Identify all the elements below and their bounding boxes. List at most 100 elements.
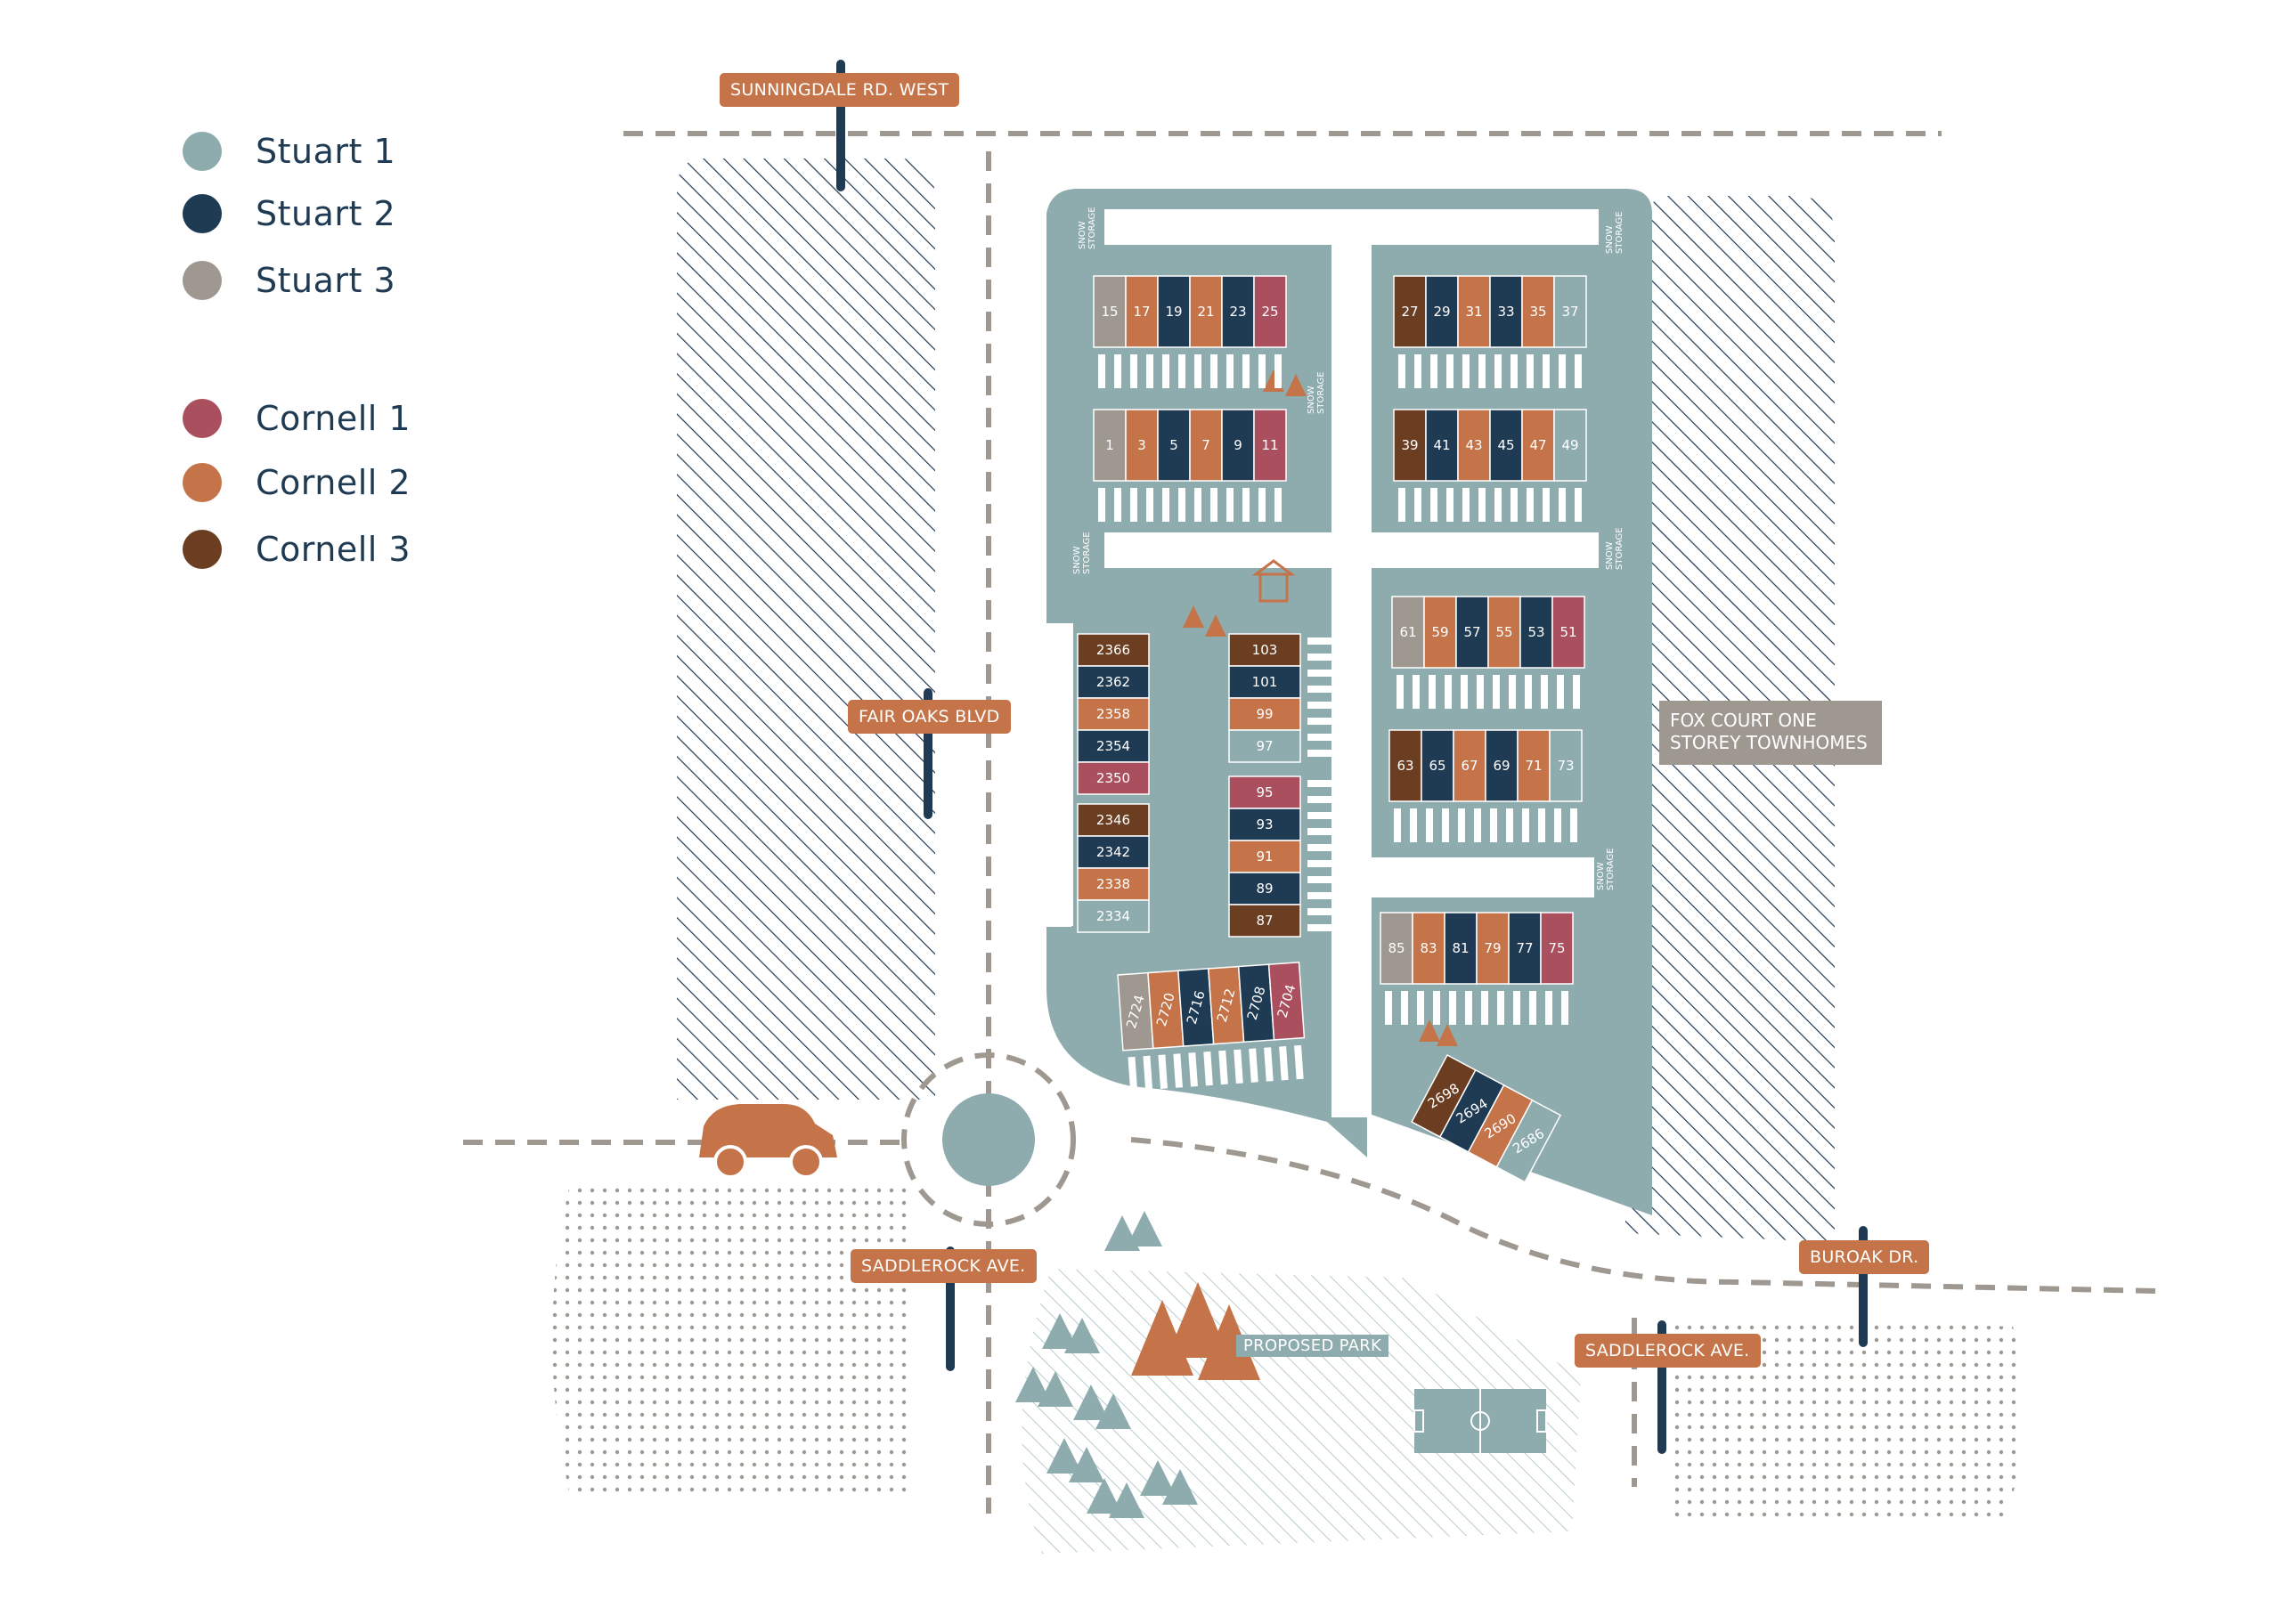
street-sign-saddlerock-west: SADDLEROCK AVE. [851, 1249, 1037, 1283]
parking-stall [1538, 808, 1545, 842]
unit-103 [1228, 633, 1301, 667]
parking-stall [1274, 354, 1282, 388]
unit-2704 [1267, 961, 1306, 1041]
parking-stall [1242, 488, 1250, 522]
unit-number: 2358 [1096, 706, 1130, 722]
unit-29 [1425, 275, 1459, 348]
unit-1 [1093, 409, 1127, 482]
unit-2334 [1077, 899, 1150, 933]
unit-number: 2342 [1096, 844, 1130, 860]
parking-stall [1274, 488, 1282, 522]
unit-2362 [1077, 665, 1150, 699]
unit-99 [1228, 697, 1301, 731]
parking-stall [1307, 892, 1341, 899]
unit-number: 69 [1493, 758, 1510, 774]
legend-item-cornell-2: Cornell 2 [183, 460, 411, 505]
parking-stall [1038, 920, 1071, 927]
parking-stall [1461, 675, 1468, 709]
hatched-lot-west [677, 158, 935, 1100]
parking-stall [1038, 782, 1071, 789]
parking-stall [1038, 718, 1071, 725]
dashed-roads [463, 131, 2156, 1514]
unit-number: 51 [1559, 624, 1576, 640]
parking-stall [1038, 670, 1071, 677]
parking-stall [1130, 488, 1137, 522]
parking-stall [1162, 354, 1169, 388]
parking-stall [1279, 1046, 1289, 1081]
unit-33 [1489, 275, 1523, 348]
parking-stall [1038, 824, 1071, 831]
soccer-field [1413, 1389, 1547, 1453]
parking-stall [1458, 808, 1465, 842]
unit-2338 [1077, 867, 1150, 901]
parking-stall [1038, 750, 1071, 757]
unit-57 [1455, 596, 1489, 669]
parking-stall [1481, 991, 1488, 1025]
parking-stall [1543, 488, 1550, 522]
unit-number: 47 [1529, 437, 1546, 453]
parking-stall [1294, 1044, 1304, 1080]
unit-number: 61 [1399, 624, 1416, 640]
parking-stall [1410, 1137, 1433, 1172]
unit-39 [1393, 409, 1427, 482]
parking-stall [1522, 808, 1529, 842]
parking-stall [1307, 702, 1341, 709]
unit-3 [1125, 409, 1159, 482]
unit-31 [1457, 275, 1491, 348]
unit-73 [1549, 729, 1583, 802]
parking-stall [1426, 808, 1433, 842]
unit-37 [1553, 275, 1587, 348]
parking-stall [1477, 675, 1484, 709]
parking-stall [1462, 488, 1470, 522]
unit-number: 59 [1431, 624, 1448, 640]
parking-stall [1417, 991, 1424, 1025]
unit-43 [1457, 409, 1491, 482]
unit-79 [1476, 912, 1510, 985]
legend-item-cornell-3: Cornell 3 [183, 527, 411, 572]
unit-number: 91 [1256, 849, 1273, 865]
cornell-1-swatch [183, 399, 222, 438]
legend-label: Stuart 3 [256, 261, 396, 300]
parking-stall [1178, 488, 1185, 522]
unit-number: 77 [1516, 940, 1533, 956]
unit-number: 2354 [1096, 738, 1130, 754]
parking-stall [1162, 488, 1169, 522]
parking-stall [1410, 808, 1417, 842]
unit-27 [1393, 275, 1427, 348]
parking-stall [1307, 796, 1341, 803]
parking-stall [1467, 1167, 1490, 1202]
parking-stall [1474, 808, 1481, 842]
parking-stall [1307, 860, 1341, 867]
unit-number: 73 [1557, 758, 1574, 774]
parking-stall [1430, 354, 1437, 388]
legend-item-stuart-1: Stuart 1 [183, 129, 395, 174]
unit-number: 57 [1463, 624, 1480, 640]
unit-number: 1 [1105, 437, 1114, 453]
car-icon [699, 1104, 837, 1179]
parking-stall [1130, 354, 1137, 388]
parking-stall [1307, 876, 1341, 883]
unit-number: 2334 [1096, 908, 1130, 924]
parking-stall [1462, 354, 1470, 388]
parking-stall [1414, 354, 1421, 388]
unit-49 [1553, 409, 1587, 482]
parking-stall [1446, 354, 1454, 388]
tree-icons-orange [1131, 369, 1458, 1380]
parking-stall [1442, 808, 1449, 842]
parking-stall [1494, 488, 1502, 522]
unit-2686 [1495, 1099, 1562, 1183]
parking-stall [1543, 354, 1550, 388]
parking-stall [1194, 488, 1201, 522]
unit-number: 31 [1465, 304, 1482, 320]
unit-number: 93 [1256, 816, 1273, 832]
legend-item-stuart-2: Stuart 2 [183, 191, 395, 236]
svg-text:SNOWSTORAGE: SNOWSTORAGE [1605, 527, 1624, 570]
unit-69 [1485, 729, 1519, 802]
parking-stall [1307, 750, 1341, 757]
parking-stall [1146, 488, 1153, 522]
unit-11 [1253, 409, 1287, 482]
